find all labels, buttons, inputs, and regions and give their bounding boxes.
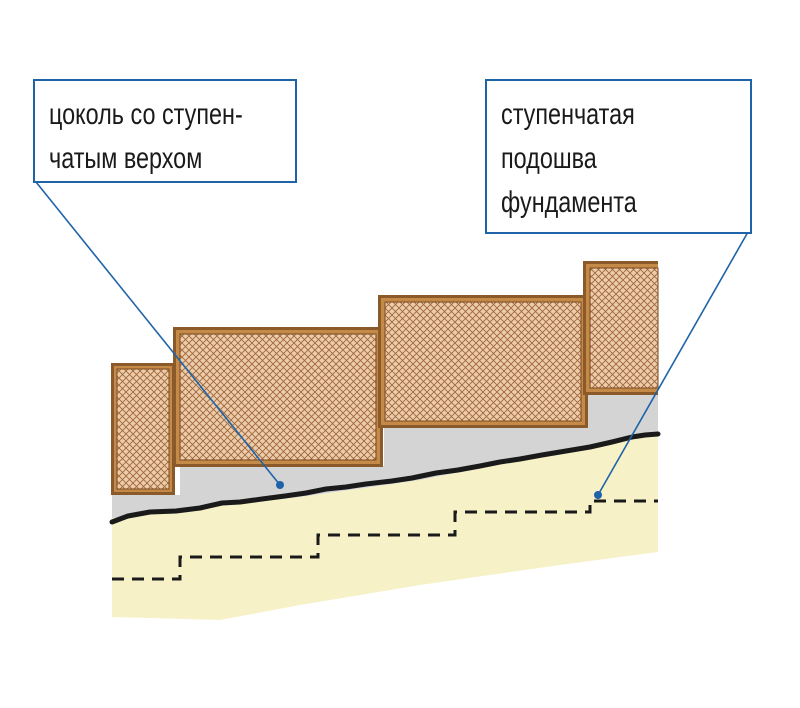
plinth-section-1 [111, 363, 175, 495]
leader-line-plinth [35, 181, 281, 486]
callout-footing-text: ступенчатая подошва фундамента [501, 93, 637, 225]
callout-footing-line-3: фундамента [501, 186, 637, 219]
callout-footing-line-2: подошва [501, 142, 597, 175]
leader-dot-plinth [276, 481, 284, 489]
callout-plinth-text: цоколь со ступен- чатым верхом [49, 93, 243, 181]
leader-dot-footing [594, 491, 602, 499]
soil-ground [112, 434, 658, 620]
callout-plinth: цоколь со ступен- чатым верхом [33, 79, 297, 183]
plinth-section-4 [583, 261, 659, 395]
plinth-section-2 [173, 327, 383, 467]
callout-plinth-line-1: цоколь со ступен- [49, 98, 243, 131]
plinth-section-3 [378, 295, 588, 428]
ground-line [109, 431, 661, 525]
leader-line-footing [597, 231, 749, 496]
callout-footing: ступенчатая подошва фундамента [485, 79, 752, 234]
callout-footing-line-1: ступенчатая [501, 98, 635, 131]
concrete-base [112, 394, 658, 518]
callout-plinth-line-2: чатым верхом [49, 142, 203, 175]
stepped-footing-line [112, 499, 658, 581]
